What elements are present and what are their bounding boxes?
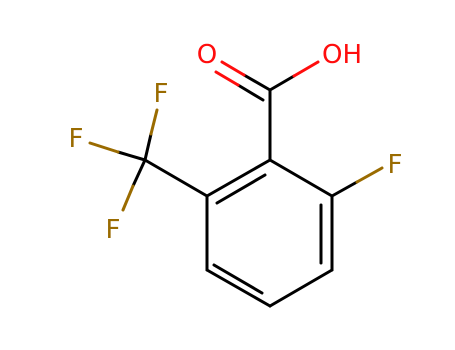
c-o-double-bond bbox=[236, 83, 265, 102]
ring-bond bbox=[205, 268, 272, 308]
cf3-f-left-bond bbox=[116, 150, 147, 162]
ring-cf3-bond bbox=[143, 158, 209, 198]
ring-f-bond-segment bbox=[355, 166, 384, 184]
ring-fluorine-label: F bbox=[388, 150, 403, 180]
c-o-double-bond bbox=[220, 60, 246, 77]
carbonyl-oxygen-label: O bbox=[197, 40, 217, 70]
cf3-fluorine-left-label: F bbox=[69, 124, 84, 154]
cf3-group bbox=[88, 108, 209, 212]
ring-bond bbox=[268, 158, 334, 198]
cf3-fluorine-bottom-label: F bbox=[106, 215, 121, 245]
cf3-f-top-bond bbox=[143, 132, 153, 162]
cf3-f-top-bond bbox=[149, 108, 159, 136]
hydroxyl-label: OH bbox=[322, 40, 362, 70]
ring-f-bond bbox=[330, 166, 384, 198]
ring-f-bond-segment bbox=[330, 180, 359, 198]
cf3-f-bottom-bond bbox=[131, 158, 147, 188]
ring-double-bond-inner bbox=[212, 263, 264, 295]
c-o-double-bond bbox=[214, 70, 240, 87]
c-oh-bond bbox=[268, 74, 296, 92]
ring-bond bbox=[205, 158, 272, 198]
c-o-double-bond bbox=[242, 73, 272, 92]
cf3-fluorine-top-label: F bbox=[154, 79, 169, 109]
c-oh-bond bbox=[292, 60, 320, 78]
ring-bond bbox=[268, 268, 334, 308]
cf3-f-left-bond bbox=[88, 141, 120, 154]
carboxyl-group bbox=[214, 60, 320, 162]
benzene-ring bbox=[205, 158, 334, 308]
cf3-f-bottom-bond bbox=[121, 184, 135, 212]
ring-double-bond-inner bbox=[215, 173, 267, 205]
